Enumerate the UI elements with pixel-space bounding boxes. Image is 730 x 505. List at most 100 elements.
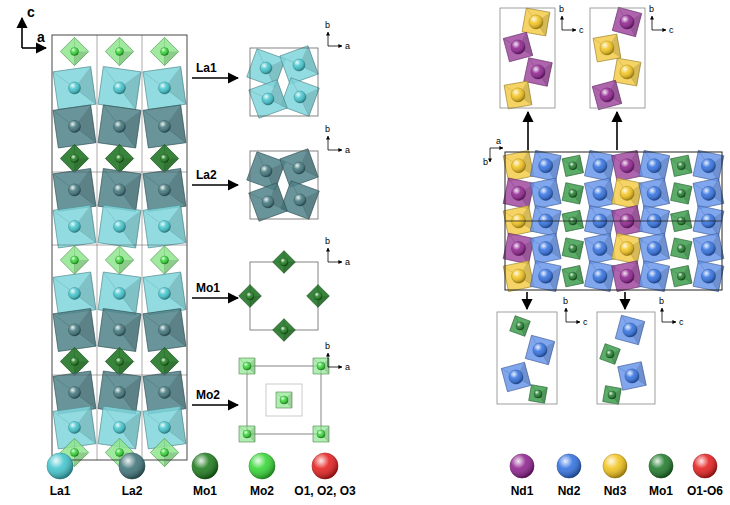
coordination-polyhedron <box>530 178 561 209</box>
atom-highlight <box>512 269 526 283</box>
layered-structure <box>22 18 238 467</box>
atom-sphere <box>620 15 634 29</box>
legend-swatch <box>603 454 627 478</box>
atom-highlight <box>701 269 715 283</box>
coordination-polyhedron <box>150 246 178 274</box>
coordination-polyhedron <box>562 183 583 204</box>
unit-cell <box>250 48 318 116</box>
atom-highlight <box>71 449 79 457</box>
atom-sphere <box>116 449 124 457</box>
atom-sphere <box>114 82 126 94</box>
site-label: La2 <box>196 169 217 181</box>
coordination-polyhedron <box>529 385 548 404</box>
coordination-polyhedron <box>503 233 534 264</box>
coordination-polyhedron <box>503 150 534 181</box>
atom-sphere <box>593 186 607 200</box>
atom-sphere <box>69 184 81 196</box>
atom-sphere <box>260 62 272 74</box>
atom-highlight <box>159 221 171 233</box>
coordination-polyhedron <box>671 183 692 204</box>
coordination-polyhedron <box>593 34 621 62</box>
coordination-polyhedron <box>530 261 561 292</box>
site-label: La1 <box>196 62 217 74</box>
coordination-polyhedron <box>150 347 178 375</box>
atom-highlight <box>161 449 169 457</box>
legend-item <box>649 454 673 478</box>
atom-sphere <box>620 242 634 256</box>
atom-highlight <box>593 242 607 256</box>
swatch-highlight <box>312 453 338 479</box>
axis-label: a <box>345 363 350 372</box>
atom-sphere <box>647 186 661 200</box>
legend-text: Nd3 <box>604 485 627 497</box>
coordination-polyhedron <box>600 344 621 365</box>
coordination-polyhedron <box>150 37 178 65</box>
swatch-highlight <box>693 454 717 478</box>
atom-highlight <box>114 422 126 434</box>
coordination-polyhedron <box>671 238 692 259</box>
atom-sphere <box>243 362 251 370</box>
coordination-polyhedron <box>143 105 186 148</box>
atom-sphere <box>71 48 79 56</box>
atom-sphere <box>116 48 124 56</box>
coordination-polyhedron <box>98 67 141 110</box>
axis-label: c <box>669 26 674 35</box>
atom-sphere <box>623 323 637 337</box>
axis-label: c <box>27 5 35 19</box>
atom-highlight <box>593 186 607 200</box>
unit-cell <box>590 8 645 108</box>
atom-sphere <box>114 288 126 300</box>
coordination-polyhedron <box>98 105 141 148</box>
atom-highlight <box>69 82 81 94</box>
atom-highlight <box>533 343 547 357</box>
coordination-polyhedron <box>98 205 141 248</box>
coordination-polyhedron <box>618 362 646 390</box>
atom-highlight <box>701 159 715 173</box>
atom-sphere <box>293 162 305 174</box>
axis-arrow <box>652 30 666 31</box>
coordination-polyhedron <box>693 261 724 292</box>
pointer-arrow <box>21 18 23 48</box>
coordination-polyhedron <box>313 358 329 374</box>
coordination-polyhedron <box>281 78 319 116</box>
atom-highlight <box>114 82 126 94</box>
coordination-polyhedron <box>603 386 622 405</box>
coordination-polyhedron <box>105 37 133 65</box>
coordination-polyhedron <box>239 358 255 374</box>
coordination-polyhedron <box>60 246 88 274</box>
atom-sphere <box>534 390 542 398</box>
cell-line <box>52 375 187 376</box>
coordination-polyhedron <box>612 7 641 36</box>
atom-sphere <box>606 350 614 358</box>
coordination-polyhedron <box>639 233 670 264</box>
atom-sphere <box>69 288 81 300</box>
legend-swatch <box>557 454 581 478</box>
atom-sphere <box>512 269 526 283</box>
coordination-polyhedron <box>510 316 531 337</box>
atom-highlight <box>114 288 126 300</box>
axis-label: a <box>345 258 350 267</box>
atom-highlight <box>516 322 524 330</box>
coordination-polyhedron <box>562 238 583 259</box>
atom-highlight <box>71 256 79 264</box>
unit-cell <box>597 312 655 404</box>
coordination-polyhedron <box>150 438 178 466</box>
atom-sphere <box>677 162 685 170</box>
atom-highlight <box>159 288 171 300</box>
atom-highlight <box>294 194 306 206</box>
atom-highlight <box>114 121 126 133</box>
pointer-arrow <box>616 112 618 150</box>
pointer-arrow <box>192 77 238 79</box>
atom-highlight <box>620 269 634 283</box>
atom-sphere <box>294 194 306 206</box>
atom-sphere <box>600 88 614 102</box>
coordination-polyhedron <box>612 261 643 292</box>
atom-highlight <box>569 162 577 170</box>
atom-sphere <box>677 272 685 280</box>
atom-highlight <box>620 15 634 29</box>
atom-highlight <box>625 369 639 383</box>
atom-highlight <box>701 242 715 256</box>
atom-highlight <box>620 242 634 256</box>
